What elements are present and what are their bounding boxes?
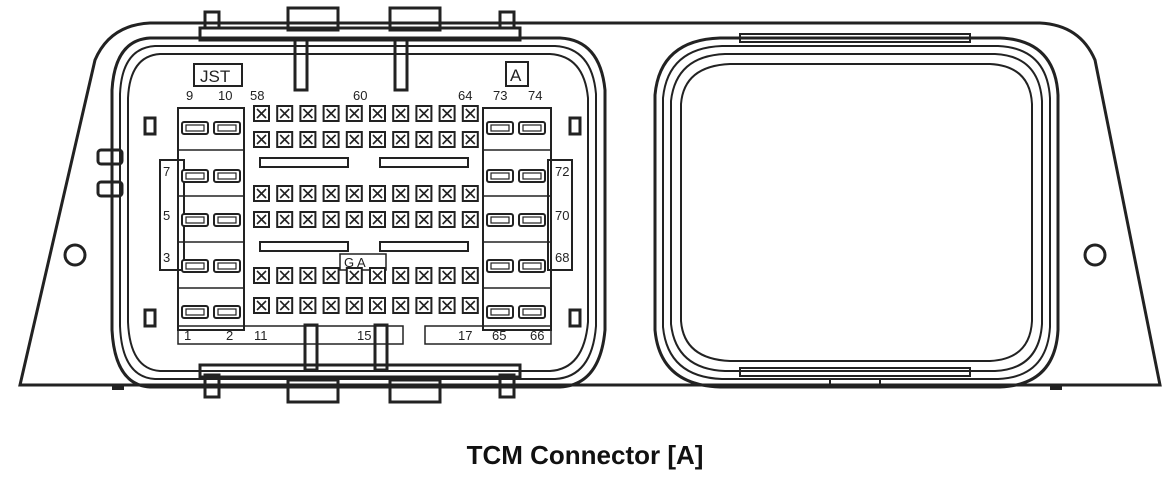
pin-label: 73: [493, 88, 507, 103]
pin-label: 7: [163, 164, 170, 179]
pin-label: 64: [458, 88, 472, 103]
marker-label: G A: [344, 255, 366, 270]
divider-slot: [379, 157, 469, 168]
pin-label: 58: [250, 88, 264, 103]
pin-label: 66: [530, 328, 544, 343]
divider-slot: [379, 241, 469, 252]
pin-label: 5: [163, 208, 170, 223]
pin-label: 68: [555, 250, 569, 265]
pin-label: 15: [357, 328, 371, 343]
pin-label: 65: [492, 328, 506, 343]
connector-tag-box: [505, 61, 529, 87]
pin-label: 1: [184, 328, 191, 343]
left-side-pegs: [96, 116, 582, 328]
pin-label: 17: [458, 328, 472, 343]
connector-tag-label: A: [510, 66, 522, 85]
pin-grid: [177, 105, 552, 345]
top-latch-tabs: [198, 6, 522, 92]
jst-box: [193, 63, 243, 87]
label-strip-right: [424, 325, 552, 345]
diagram-caption: TCM Connector [A]: [466, 440, 704, 470]
pin-cavity-outline: [110, 36, 607, 389]
jst-label: JST: [200, 67, 230, 86]
pin-label: 2: [226, 328, 233, 343]
left-mounting-hole: [63, 243, 87, 267]
label-strip-left: [177, 325, 404, 345]
divider-slot: [259, 241, 349, 252]
pin-label: 74: [528, 88, 542, 103]
connector-housing-outline: [18, 21, 1162, 387]
marker-box: [339, 253, 387, 271]
right-mounting-hole: [1083, 243, 1107, 267]
tcm-connector-diagram: 9 10 58 60 64 73 74 7 72 5 70 3 68 1 2 1…: [18, 6, 1162, 404]
pin-label: 70: [555, 208, 569, 223]
divider-slot: [259, 157, 349, 168]
pin-label: 3: [163, 250, 170, 265]
pin-label: 11: [254, 328, 268, 343]
pin-label: 9: [186, 88, 193, 103]
pin-label: 60: [353, 88, 367, 103]
pin-label: 72: [555, 164, 569, 179]
pin-label: 10: [218, 88, 232, 103]
empty-cavity: [653, 33, 1060, 389]
